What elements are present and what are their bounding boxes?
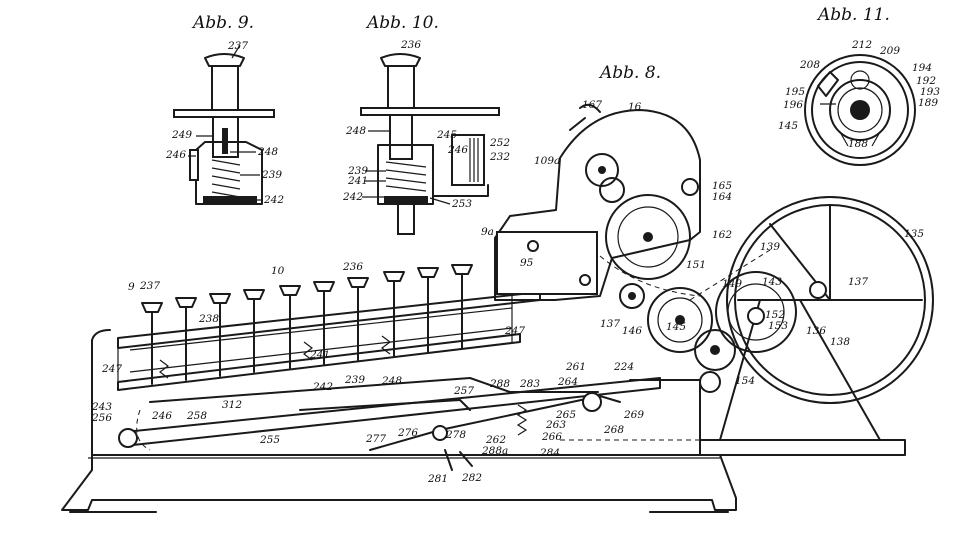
ref-label: 248 bbox=[257, 146, 278, 158]
ref-label: 10 bbox=[271, 265, 285, 277]
figure-8-reference-numerals: 167 16 109a 165 164 162 9a 95 135 139 14… bbox=[91, 99, 924, 485]
ref-label: 241 bbox=[309, 349, 330, 361]
ref-label: 95 bbox=[520, 257, 534, 269]
ref-label: 153 bbox=[768, 320, 788, 332]
ref-label: 16 bbox=[628, 101, 642, 113]
ref-label: 164 bbox=[712, 191, 732, 203]
figure-11-wheel-detail: Abb. 11. 212 209 208 194 192 195 193 189… bbox=[778, 5, 940, 166]
ref-label: 263 bbox=[545, 419, 566, 431]
ref-label: 312 bbox=[222, 399, 242, 411]
ref-label: 246 bbox=[165, 149, 186, 161]
ref-label: 138 bbox=[830, 336, 850, 348]
ref-label: 135 bbox=[904, 228, 924, 240]
figure-9-key-detail: Abb. 9. 237 249 248 246 239 242 bbox=[165, 13, 284, 206]
ref-label: 252 bbox=[489, 137, 510, 149]
ref-label: 9 bbox=[128, 281, 135, 293]
ref-label: 212 bbox=[851, 39, 872, 51]
ref-label: 265 bbox=[555, 409, 576, 421]
ref-label: 236 bbox=[342, 261, 363, 273]
ref-label: 248 bbox=[381, 375, 402, 387]
ref-label: 282 bbox=[461, 472, 482, 484]
ref-label: 194 bbox=[912, 62, 932, 74]
ref-label: 162 bbox=[712, 229, 732, 241]
figure-10-title: Abb. 10. bbox=[365, 13, 439, 33]
ref-label: 137 bbox=[848, 276, 868, 288]
ref-label: 239 bbox=[261, 169, 282, 181]
ref-label: 146 bbox=[622, 325, 642, 337]
ref-label: 257 bbox=[453, 385, 474, 397]
ref-label: 136 bbox=[806, 325, 826, 337]
ref-label: 261 bbox=[565, 361, 586, 373]
ref-label: 145 bbox=[778, 120, 798, 132]
ref-label: 145 bbox=[666, 321, 686, 333]
figure-11-reference-numerals: 212 209 208 194 192 195 193 189 196 145 … bbox=[778, 39, 940, 150]
ref-label: 288 bbox=[489, 378, 510, 390]
ref-label: 224 bbox=[613, 361, 634, 373]
figure-8-main-machine: Abb. 8. bbox=[61, 63, 934, 513]
ref-label: 143 bbox=[762, 276, 782, 288]
ref-label: 239 bbox=[344, 374, 365, 386]
ref-label: 242 bbox=[263, 194, 284, 206]
ref-label: 188 bbox=[848, 138, 868, 150]
ref-label: 248 bbox=[345, 125, 366, 137]
ref-label: 239 bbox=[347, 165, 368, 177]
ref-label: 192 bbox=[916, 75, 936, 87]
ref-label: 277 bbox=[365, 433, 386, 445]
figure-10-reference-numerals: 236 248 245 252 246 232 239 241 242 253 bbox=[342, 39, 510, 210]
ref-label: 151 bbox=[686, 259, 706, 271]
ref-label: 149 bbox=[722, 278, 742, 290]
ref-label: 247 bbox=[504, 325, 525, 337]
ref-label: 268 bbox=[603, 424, 624, 436]
ref-label: 247 bbox=[101, 363, 122, 375]
ref-label: 256 bbox=[91, 412, 112, 424]
ref-label: 278 bbox=[445, 429, 466, 441]
ref-label: 109a bbox=[534, 155, 560, 167]
ref-label: 237 bbox=[139, 280, 160, 292]
ref-label: 167 bbox=[582, 99, 602, 111]
ref-label: 139 bbox=[760, 241, 780, 253]
ref-label: 281 bbox=[427, 473, 448, 485]
ref-label: 152 bbox=[765, 309, 785, 321]
ref-label: 258 bbox=[186, 410, 207, 422]
ref-label: 241 bbox=[347, 175, 368, 187]
ref-label: 137 bbox=[600, 318, 620, 330]
ref-label: 9a bbox=[481, 226, 494, 238]
ref-label: 242 bbox=[342, 191, 363, 203]
figure-8-title: Abb. 8. bbox=[598, 63, 661, 83]
ref-label: 243 bbox=[91, 401, 112, 413]
ref-label: 242 bbox=[312, 381, 333, 393]
ref-label: 246 bbox=[151, 410, 172, 422]
ref-label: 238 bbox=[198, 313, 219, 325]
ref-label: 193 bbox=[920, 86, 940, 98]
ref-label: 195 bbox=[785, 86, 805, 98]
ref-label: 288a bbox=[481, 445, 508, 457]
ref-label: 208 bbox=[799, 59, 820, 71]
ref-label: 154 bbox=[735, 375, 755, 387]
ref-label: 269 bbox=[623, 409, 644, 421]
ref-label: 232 bbox=[489, 151, 510, 163]
ref-label: 209 bbox=[879, 45, 900, 57]
ref-label: 276 bbox=[397, 427, 418, 439]
ref-label: 246 bbox=[447, 144, 468, 156]
ref-label: 253 bbox=[451, 198, 472, 210]
ref-label: 237 bbox=[227, 40, 248, 52]
figure-11-title: Abb. 11. bbox=[816, 5, 890, 25]
ref-label: 196 bbox=[783, 99, 803, 111]
ref-label: 165 bbox=[712, 180, 732, 192]
ref-label: 266 bbox=[541, 431, 562, 443]
ref-label: 264 bbox=[557, 376, 578, 388]
figure-9-reference-numerals: 237 249 248 246 239 242 bbox=[165, 40, 284, 206]
key-row bbox=[141, 264, 473, 385]
ref-label: 189 bbox=[918, 97, 938, 109]
ref-label: 262 bbox=[485, 434, 506, 446]
ref-label: 283 bbox=[519, 378, 540, 390]
ref-label: 236 bbox=[400, 39, 421, 51]
figure-10-key-detail: Abb. 10. 236 248 245 252 246 232 239 241… bbox=[342, 13, 510, 235]
ref-label: 249 bbox=[171, 129, 192, 141]
figure-9-title: Abb. 9. bbox=[191, 13, 254, 33]
ref-label: 284 bbox=[539, 447, 560, 459]
ref-label: 255 bbox=[259, 434, 280, 446]
ref-label: 245 bbox=[436, 129, 457, 141]
